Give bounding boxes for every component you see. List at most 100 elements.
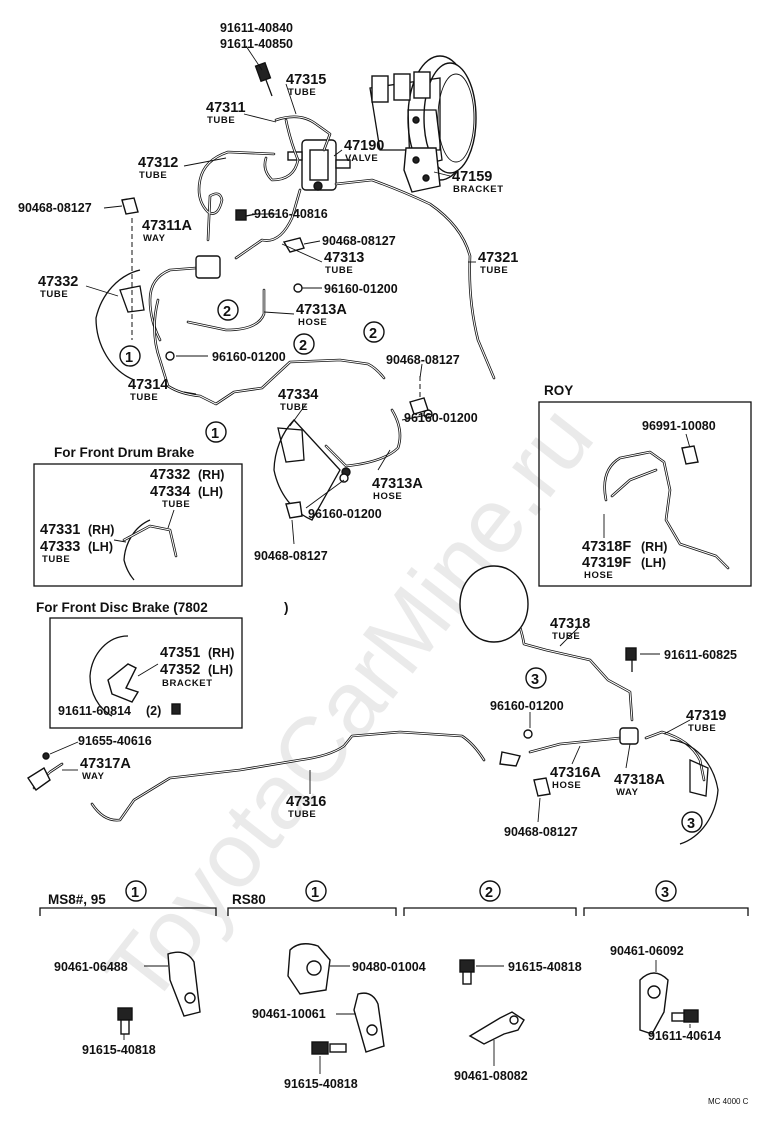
label-47311: 47311 [206,100,246,116]
label-47332-sub: TUBE [40,289,68,300]
label-91616-40816: 91616-40816 [254,207,328,221]
callout-1-a: 1 [119,345,141,367]
label-47318A-sub: WAY [616,787,639,798]
label-47317A: 47317A [80,756,131,772]
leader-lines [49,45,691,823]
label-47321-sub: TUBE [480,265,508,276]
part-labels: 91611-40840 91611-40850 47315 TUBE 47311… [18,21,518,563]
label-47313A-bot-sub: HOSE [373,491,402,502]
drum-label-47332: 47332 [150,467,190,483]
label-47316: 47316 [286,794,326,810]
label-90468-08127-c: 90468-08127 [386,353,460,367]
label-47314: 47314 [128,377,168,393]
label-47311A-sub: WAY [143,233,166,244]
legend-callout-3: 3 [655,880,677,902]
callout-2-a: 2 [217,299,239,321]
legend-label-90480-01004: 90480-01004 [352,960,426,974]
label-47313A-top-sub: HOSE [298,317,327,328]
label-47190-sub: VALVE [345,153,378,164]
valve-47190-drawing [287,139,351,191]
legend-label-90461-08082: 90461-08082 [454,1069,528,1083]
label-47313-sub: TUBE [325,265,353,276]
label-47319-sub: TUBE [688,723,716,734]
label-47319F-lh: (LH) [641,556,666,570]
disc-box-title: For Front Disc Brake (7802 [36,600,208,615]
label-47318-sub: TUBE [552,631,580,642]
callout-3-b: 3 [681,811,703,833]
rear-labels: 47318 TUBE 91611-60825 96160-01200 47319… [78,616,737,839]
label-47313A-bot: 47313A [372,476,423,492]
brake-backing-plates [95,269,719,845]
svg-text:1: 1 [125,350,133,366]
label-90468-08127-d: 90468-08127 [254,549,328,563]
legend-rs80-title: RS80 [232,892,266,907]
svg-text:1: 1 [211,426,219,442]
drum-label-tube-bottom: TUBE [42,554,70,565]
label-47319F: 47319F [582,555,631,571]
label-96160-01200-b: 96160-01200 [212,350,286,364]
disc-label-bracket: BRACKET [162,678,213,689]
legend-callout-1-rs80: 1 [305,880,327,902]
label-96160-01200-a: 96160-01200 [324,282,398,296]
label-47316A: 47316A [550,765,601,781]
callout-1-b: 1 [205,421,227,443]
svg-text:1: 1 [311,885,319,901]
label-90468-08127-b: 90468-08127 [322,234,396,248]
reference-callouts: 2 2 2 1 1 3 3 [119,299,703,833]
legend-label-90461-10061: 90461-10061 [252,1007,326,1021]
roy-panel: ROY 96991-10080 47318F (RH) 47319F (LH) … [538,383,752,587]
svg-text:3: 3 [687,816,695,832]
label-96160-01200-d: 96160-01200 [308,507,382,521]
front-drum-brake-panel: For Front Drum Brake 47332 (RH) 47334 (L… [33,445,243,587]
label-47312-sub: TUBE [139,170,167,181]
disc-label-qty: (2) [146,704,161,718]
svg-text:2: 2 [299,338,307,354]
legend-ms8-title: MS8#, 95 [48,892,106,907]
bracket-47159-drawing [403,147,441,193]
label-91611-40840: 91611-40840 [220,21,293,35]
legend-label-91615-40818-b: 91615-40818 [284,1077,358,1091]
label-47318F-rh: (RH) [641,540,667,554]
label-47190: 47190 [344,138,384,154]
legend-label-91615-40818-c: 91615-40818 [508,960,582,974]
callout-2-c: 2 [363,321,385,343]
label-96991-10080: 96991-10080 [642,419,716,433]
svg-text:2: 2 [223,304,231,320]
drum-box-title: For Front Drum Brake [54,445,195,460]
label-96160-01200-c: 96160-01200 [404,411,478,425]
label-47159: 47159 [452,169,492,185]
label-47315: 47315 [286,72,326,88]
disc-label-47351-rh: (RH) [208,646,234,660]
label-47314-sub: TUBE [130,392,158,403]
legend-label-90461-06092: 90461-06092 [610,944,684,958]
hardware-pieces [27,61,639,797]
label-47313: 47313 [324,250,364,266]
svg-text:2: 2 [485,885,493,901]
legend-label-91615-40818-a: 91615-40818 [82,1043,156,1057]
label-47319: 47319 [686,708,726,724]
callout-3-a: 3 [525,667,547,689]
drum-label-47332-rh: (RH) [198,468,224,482]
label-47316-sub: TUBE [288,809,316,820]
svg-text:2: 2 [369,326,377,342]
disc-box-title-close: ) [284,600,289,615]
label-47318: 47318 [550,616,590,632]
label-47315-sub: TUBE [288,87,316,98]
svg-text:1: 1 [131,885,139,901]
label-47334-sub: TUBE [280,402,308,413]
label-47321: 47321 [478,250,518,266]
legend-callout-1-ms8: 1 [125,880,147,902]
label-47334: 47334 [278,387,318,403]
roy-title: ROY [544,383,573,398]
front-disc-brake-panel: For Front Disc Brake (7802 ) 47351 (RH) … [36,600,289,729]
label-96160-01200-e: 96160-01200 [490,699,564,713]
label-roy-hose: HOSE [584,570,613,581]
label-90468-08127-a: 90468-08127 [18,201,92,215]
label-47311-sub: TUBE [207,115,235,126]
figure-code: MC 4000 C [708,1097,749,1106]
label-47318F: 47318F [582,539,631,555]
legend-label-91611-40614: 91611-40614 [648,1029,721,1043]
drum-label-47331: 47331 [40,522,80,538]
